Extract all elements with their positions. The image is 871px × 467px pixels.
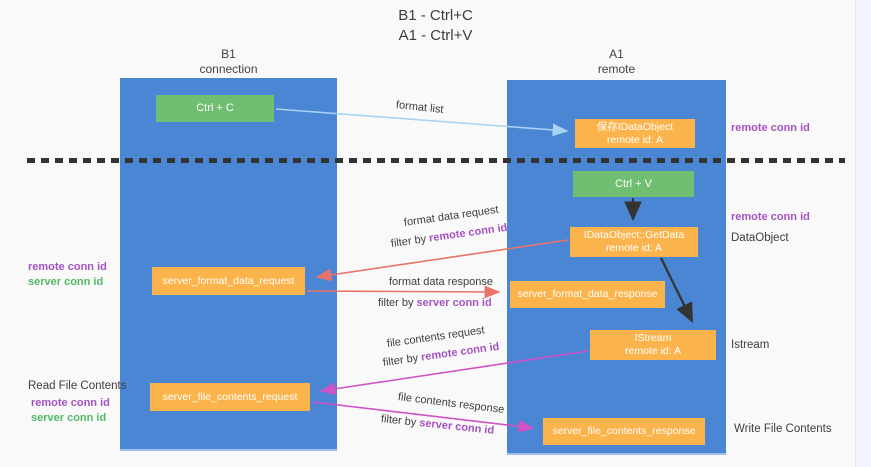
title-line-1: B1 - Ctrl+C — [398, 7, 473, 24]
write-file-contents-annotation: Write File Contents — [734, 423, 832, 435]
title-line-2: A1 - Ctrl+V — [398, 27, 473, 44]
istream-line2: remote id: A — [624, 345, 682, 357]
read-file-contents-annotation: Read File Contents — [28, 380, 127, 392]
remote-conn-id-annotation: remote conn id — [31, 397, 110, 409]
remote-conn-id-annotation-mid: remote conn id — [731, 211, 810, 223]
server-format-data-response-box: server_format_data_response — [510, 281, 665, 308]
file-contents-response-filter-label: filter by server conn id — [380, 413, 494, 437]
save-dataobject-box: 保存IDataObject remote id: A — [575, 119, 695, 148]
format-list-label: format list — [395, 99, 445, 116]
server-conn-id-annotation: server conn id — [28, 276, 104, 288]
save-dataobject-line1: 保存IDataObject — [596, 120, 674, 133]
lifeline-b1-name: B1 — [221, 47, 236, 61]
save-dataobject-line2: remote id: A — [606, 133, 664, 146]
istream-box: IStream remote id: A — [590, 330, 716, 360]
filter-by-text: filter by — [380, 413, 420, 429]
server-file-contents-response-label: server_file_contents_response — [552, 425, 696, 437]
ctrl-v-label: Ctrl + V — [615, 177, 652, 190]
filter-by-text: filter by — [382, 351, 422, 369]
istream-line1: IStream — [634, 332, 672, 344]
filter-by-text: filter by — [390, 232, 430, 250]
ctrl-c-label: Ctrl + C — [196, 102, 234, 114]
lifeline-header-a1: A1 remote — [507, 47, 726, 77]
server-conn-id-text: server conn id — [416, 297, 492, 309]
remote-conn-id-text: remote conn id — [428, 221, 509, 245]
remote-conn-id-annotation-top: remote conn id — [731, 122, 810, 134]
server-format-data-response-label: server_format_data_response — [517, 288, 658, 300]
machine-boundary-dashed-line — [27, 158, 845, 163]
server-conn-id-text: server conn id — [418, 417, 495, 437]
server-file-contents-response-box: server_file_contents_response — [543, 418, 705, 445]
format-data-response-filter-label: filter by server conn id — [378, 297, 492, 309]
server-conn-id-annotation: server conn id — [31, 412, 107, 424]
dataobject-annotation: DataObject — [731, 232, 789, 244]
format-data-response-label: format data response — [389, 276, 493, 288]
remote-conn-id-text: remote conn id — [420, 340, 501, 364]
istream-annotation: Istream — [731, 339, 770, 351]
lifeline-a1-role: remote — [597, 62, 636, 76]
filter-by-text: filter by — [378, 297, 417, 309]
left-conn-id-block-bottom: remote conn id server conn id — [31, 396, 110, 426]
server-format-data-request-label: server_format_data_request — [162, 274, 295, 287]
ctrl-c-box: Ctrl + C — [156, 95, 274, 122]
lifeline-b1-role: connection — [199, 62, 258, 76]
server-file-contents-request-label: server_file_contents_request — [162, 390, 298, 403]
file-contents-response-label: file contents response — [397, 391, 505, 416]
left-conn-id-block-top: remote conn id server conn id — [28, 260, 107, 290]
lifeline-header-b1: B1 connection — [120, 47, 337, 77]
remote-conn-id-annotation: remote conn id — [28, 261, 107, 273]
right-edge-strip — [855, 0, 871, 467]
ctrl-v-box: Ctrl + V — [573, 171, 694, 197]
server-file-contents-request-box: server_file_contents_request — [150, 383, 310, 411]
diagram-title: B1 - Ctrl+C A1 - Ctrl+V — [0, 6, 871, 46]
getdata-line2: remote id: A — [605, 242, 663, 254]
getdata-box: IDataObject::GetData remote id: A — [570, 227, 698, 257]
server-format-data-request-box: server_format_data_request — [152, 267, 305, 295]
getdata-line1: IDataObject::GetData — [583, 229, 685, 241]
lifeline-a1-name: A1 — [609, 47, 624, 61]
